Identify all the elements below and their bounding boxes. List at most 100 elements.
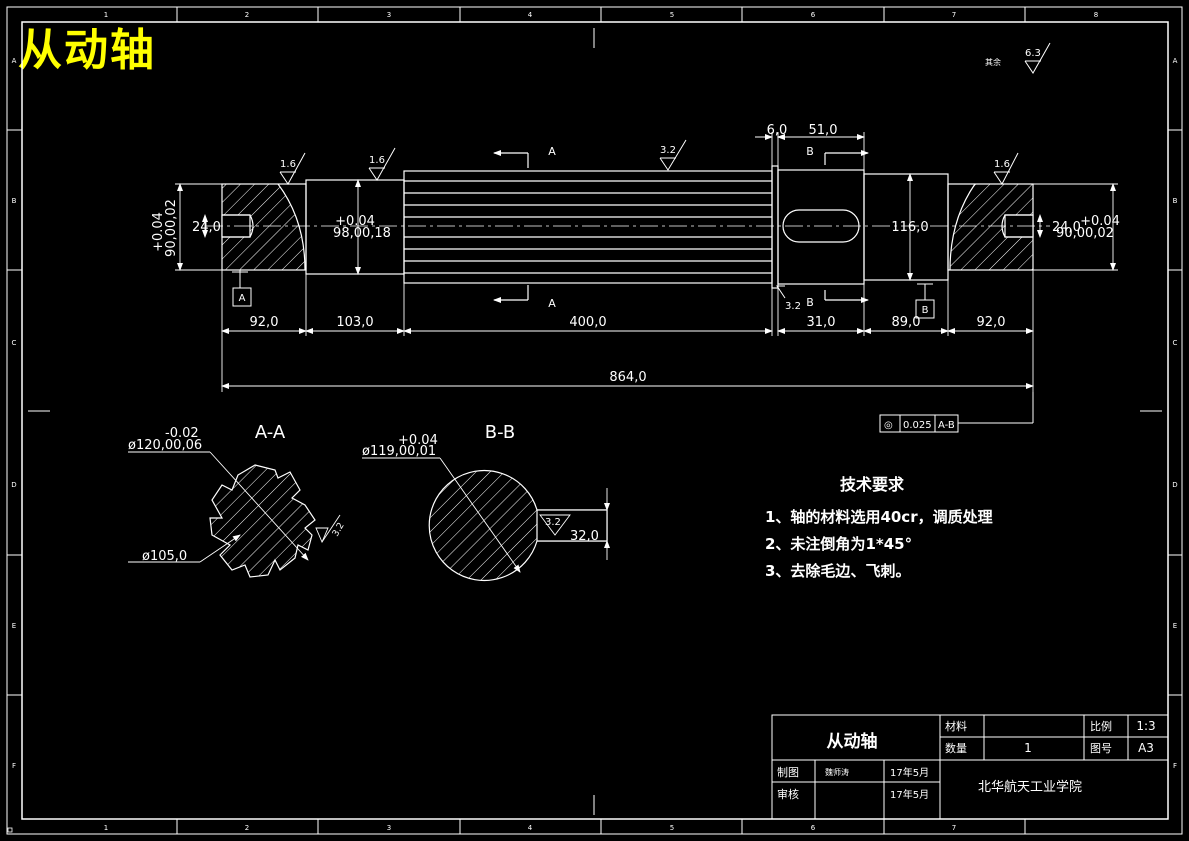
scale-value: 1:3 xyxy=(1136,719,1155,733)
svg-text:1: 1 xyxy=(104,11,108,19)
zone-ticks xyxy=(7,7,1182,834)
tech-requirements: 技术要求 1、轴的材料选用40cr，调质处理 2、未注倒角为1*45° 3、去除… xyxy=(765,475,993,580)
svg-text:B: B xyxy=(12,197,17,205)
svg-text:A: A xyxy=(12,57,17,65)
svg-text:2: 2 xyxy=(245,824,249,832)
svg-text:7: 7 xyxy=(952,11,956,19)
svg-text:4: 4 xyxy=(528,824,533,832)
drawn-name: 魏师涛 xyxy=(825,767,849,777)
datum-b-label: B xyxy=(922,305,929,316)
roughness-3: 3.2 xyxy=(660,145,676,156)
svg-text:ø120,00,06: ø120,00,06 xyxy=(128,438,202,453)
svg-text:技术要求: 技术要求 xyxy=(840,475,905,494)
dim-shoulder: 6,0 xyxy=(767,123,788,138)
general-roughness: 其余 6.3 xyxy=(985,42,1051,74)
len-4: 31,0 xyxy=(807,315,836,330)
dim-right-key: 24,0 xyxy=(1052,220,1081,235)
svg-text:2、未注倒角为1*45°: 2、未注倒角为1*45° xyxy=(765,535,912,553)
section-cut-markers xyxy=(493,150,869,303)
svg-text:其余: 其余 xyxy=(985,57,1001,67)
section-bb-label: B-B xyxy=(485,422,516,443)
svg-text:1、轴的材料选用40cr，调质处理: 1、轴的材料选用40cr，调质处理 xyxy=(765,508,993,526)
diameter-dim-lines xyxy=(175,173,1118,281)
checked-label: 审核 xyxy=(777,787,799,801)
dim-right-section-dia: 116,0 xyxy=(891,220,928,235)
quantity-value: 1 xyxy=(1024,741,1032,755)
drawn-label: 制图 xyxy=(777,766,799,779)
drawing-big-title: 从动轴 xyxy=(18,25,156,76)
dim-left-tol: +0.04 xyxy=(151,212,166,252)
svg-text:32,0: 32,0 xyxy=(570,529,599,544)
dim-second-tol: +0.04 xyxy=(335,214,375,229)
svg-text:+0.04: +0.04 xyxy=(398,433,438,448)
dim-second-dia: 98,00,18 xyxy=(333,226,391,241)
section-label-a-bottom: A xyxy=(548,297,556,310)
len-6: 92,0 xyxy=(977,315,1006,330)
svg-text:3、去除毛边、飞刺。: 3、去除毛边、飞刺。 xyxy=(765,562,910,580)
svg-text:B: B xyxy=(1173,197,1178,205)
svg-text:F: F xyxy=(1173,762,1177,770)
svg-text:ø119,00,01: ø119,00,01 xyxy=(362,444,436,459)
school-name: 北华航天工业学院 xyxy=(978,779,1082,795)
svg-text:3.2: 3.2 xyxy=(545,517,561,528)
roughness-symbols xyxy=(279,139,1019,299)
title-part-name: 从动轴 xyxy=(827,731,878,752)
svg-text:3: 3 xyxy=(387,11,391,19)
inner-frame xyxy=(21,21,1169,820)
len-1: 92,0 xyxy=(250,315,279,330)
svg-text:A: A xyxy=(1173,57,1178,65)
scale-label: 比例 xyxy=(1090,719,1112,733)
dim-right-dia: 90,00,02 xyxy=(1056,226,1114,241)
svg-text:D: D xyxy=(1172,481,1177,489)
svg-text:6.3: 6.3 xyxy=(1025,48,1041,59)
dim-left-key: 24,0 xyxy=(192,220,221,235)
svg-text:3.2: 3.2 xyxy=(331,521,347,538)
len-2: 103,0 xyxy=(336,315,373,330)
svg-text:D: D xyxy=(11,481,16,489)
concentricity-symbol: ◎ xyxy=(884,420,893,431)
svg-text:E: E xyxy=(12,622,16,630)
roughness-2: 1.6 xyxy=(369,155,385,166)
left-journal-hatch xyxy=(222,184,305,270)
svg-text:1: 1 xyxy=(104,824,108,832)
section-label-b-top: B xyxy=(806,145,814,158)
zone-labels: 1 2 3 4 5 6 7 8 1 2 3 4 5 6 7 A B C D E … xyxy=(11,11,1177,832)
tolerance-datum: A-B xyxy=(938,420,955,431)
section-label-b-bottom: B xyxy=(806,296,814,309)
datum-a-label: A xyxy=(239,293,246,304)
section-bb-view: B-B +0.04 ø119,00,01 32,0 3.2 xyxy=(362,422,610,582)
outer-frame xyxy=(6,6,1183,835)
dim-right-tol: +0.04 xyxy=(1080,214,1120,229)
svg-text:6: 6 xyxy=(811,824,816,832)
dim-left-dia: 90,00,02 xyxy=(164,199,179,257)
drawing-no-value: A3 xyxy=(1138,741,1154,755)
drawn-date: 17年5月 xyxy=(890,766,929,779)
roughness-4: 1.6 xyxy=(994,159,1010,170)
title-block xyxy=(771,714,1169,820)
svg-text:2: 2 xyxy=(245,11,249,19)
checked-date: 17年5月 xyxy=(890,788,929,801)
len-3: 400,0 xyxy=(569,315,606,330)
length-dim-lines xyxy=(221,270,1034,392)
tolerance-value: 0.025 xyxy=(903,420,932,431)
section-aa-label: A-A xyxy=(255,422,286,443)
len-5: 89,0 xyxy=(892,315,921,330)
svg-text:F: F xyxy=(12,762,16,770)
section-label-a-top: A xyxy=(548,145,556,158)
material-label: 材料 xyxy=(945,719,967,733)
svg-text:6: 6 xyxy=(811,11,816,19)
roughness-1: 1.6 xyxy=(280,159,296,170)
right-journal-hatch xyxy=(950,184,1033,270)
svg-text:E: E xyxy=(1173,622,1177,630)
drawing-no-label: 图号 xyxy=(1090,742,1112,755)
svg-text:ø105,0: ø105,0 xyxy=(142,549,187,564)
svg-text:8: 8 xyxy=(1094,11,1098,19)
svg-text:-0.02: -0.02 xyxy=(165,426,199,441)
svg-text:5: 5 xyxy=(670,824,674,832)
svg-text:4: 4 xyxy=(528,11,533,19)
svg-text:C: C xyxy=(1173,339,1178,347)
svg-text:5: 5 xyxy=(670,11,674,19)
total-length: 864,0 xyxy=(609,370,646,385)
svg-text:C: C xyxy=(12,339,17,347)
